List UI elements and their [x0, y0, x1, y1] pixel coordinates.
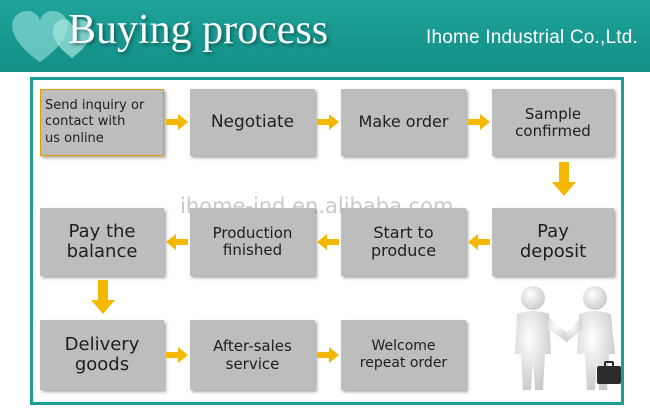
arrow-down-icon: [552, 162, 576, 196]
arrow-right-icon: [166, 114, 188, 130]
step-label: Make order: [358, 112, 449, 132]
step-label: Pay deposit: [519, 221, 587, 262]
arrow-down-icon: [91, 280, 115, 314]
step-start-to-produce: Start to produce: [341, 208, 466, 276]
step-sample-confirmed: Sample confirmed: [492, 89, 614, 156]
step-label: Pay the balance: [66, 221, 138, 262]
arrow-left-icon: [468, 234, 490, 250]
step-label: Welcome repeat order: [359, 338, 448, 371]
step-welcome-repeat-order: Welcome repeat order: [341, 320, 466, 390]
step-production-finished: Production finished: [190, 208, 315, 276]
arrow-left-icon: [166, 234, 188, 250]
arrow-left-icon: [317, 234, 339, 250]
step-label: Start to produce: [370, 222, 437, 260]
arrow-right-icon: [468, 114, 490, 130]
arrow-right-icon: [317, 347, 339, 363]
heart-icon: [12, 10, 92, 62]
header-banner: Buying process Ihome Industrial Co.,Ltd.: [0, 0, 650, 72]
step-label: Sample confirmed: [515, 105, 591, 140]
company-name: Ihome Industrial Co.,Ltd.: [426, 27, 638, 48]
page-title: Buying process: [68, 7, 329, 53]
step-label: Production finished: [212, 223, 293, 259]
step-pay-the-balance: Pay the balance: [40, 208, 164, 276]
step-make-order: Make order: [341, 89, 466, 156]
step-label: Negotiate: [210, 111, 295, 132]
step-label: After-sales service: [213, 337, 292, 373]
arrow-right-icon: [317, 114, 339, 130]
step-send-inquiry: Send inquiry or contact with us online: [40, 89, 164, 156]
handshake-icon: [515, 286, 621, 390]
step-negotiate: Negotiate: [190, 89, 315, 156]
step-label: Delivery goods: [64, 334, 140, 375]
step-delivery-goods: Delivery goods: [40, 320, 164, 390]
step-pay-deposit: Pay deposit: [492, 208, 614, 276]
step-after-sales-service: After-sales service: [190, 320, 315, 390]
arrow-right-icon: [166, 347, 188, 363]
step-label: Send inquiry or contact with us online: [45, 98, 145, 146]
